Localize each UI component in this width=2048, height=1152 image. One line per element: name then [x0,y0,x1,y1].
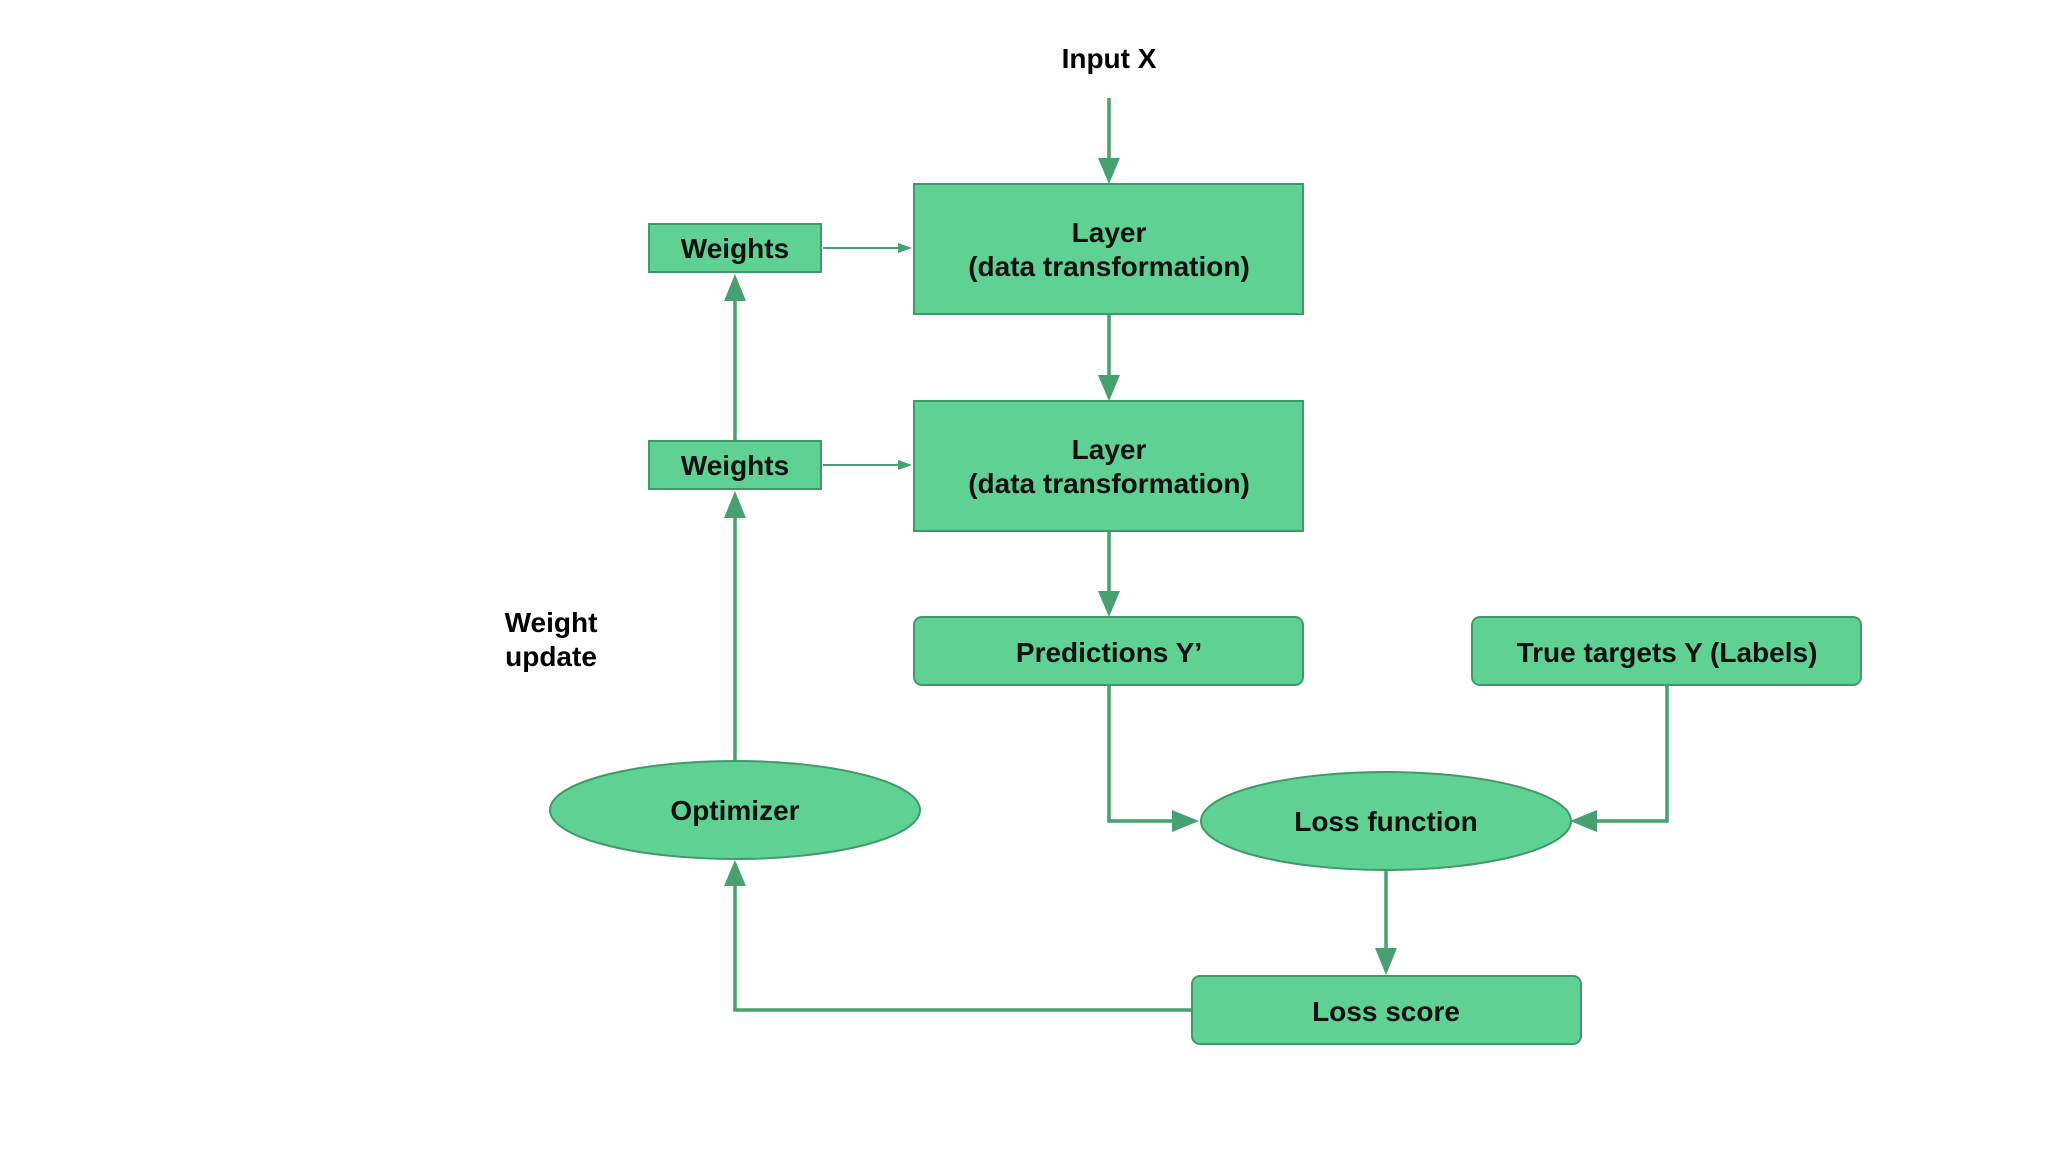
edge-loss-score-to-optimizer [733,884,1192,1012]
true-targets-node: True targets Y (Labels) [1471,616,1862,686]
arrowhead-loss-function-left [1172,810,1199,832]
arrowhead-predictions [1098,591,1120,617]
arrowhead-loss-function-right [1570,810,1597,832]
weight-update-label-line2: update [505,641,597,672]
optimizer-node: Optimizer [549,760,921,860]
true-targets-label: True targets Y (Labels) [1517,637,1818,668]
predictions-label: Predictions Y’ [1016,637,1202,668]
weights1-label: Weights [681,233,789,264]
layer2-node: Layer (data transformation) [913,400,1304,532]
arrowhead-weights2-up [724,491,746,518]
arrowhead-loss-score [1375,948,1397,975]
loss-function-node: Loss function [1200,771,1572,871]
loss-score-node: Loss score [1191,975,1582,1045]
loss-function-label: Loss function [1294,806,1478,837]
weights1-node: Weights [648,223,822,273]
edge-predictions-to-loss-function [1107,686,1175,823]
optimizer-label: Optimizer [670,795,799,826]
layer1-label-line1: Layer [1072,217,1147,248]
arrowhead-weights1 [898,243,912,253]
arrowhead-layer1 [1098,158,1120,184]
arrowhead-weights2 [898,460,912,470]
layer1-label-line2: (data transformation) [968,251,1250,282]
predictions-node: Predictions Y’ [913,616,1304,686]
layer2-label-line2: (data transformation) [968,468,1250,499]
input-x-label: Input X [1062,43,1157,74]
layer2-label-line1: Layer [1072,434,1147,465]
arrowhead-layer2 [1098,375,1120,401]
weights2-label: Weights [681,450,789,481]
edge-true-targets-to-loss-function [1594,686,1669,823]
arrowhead-optimizer [724,860,746,886]
loss-score-label: Loss score [1312,996,1460,1027]
layer1-node: Layer (data transformation) [913,183,1304,315]
weights2-node: Weights [648,440,822,490]
weight-update-label-line1: Weight [505,607,598,638]
arrowhead-weights1-up [724,274,746,301]
